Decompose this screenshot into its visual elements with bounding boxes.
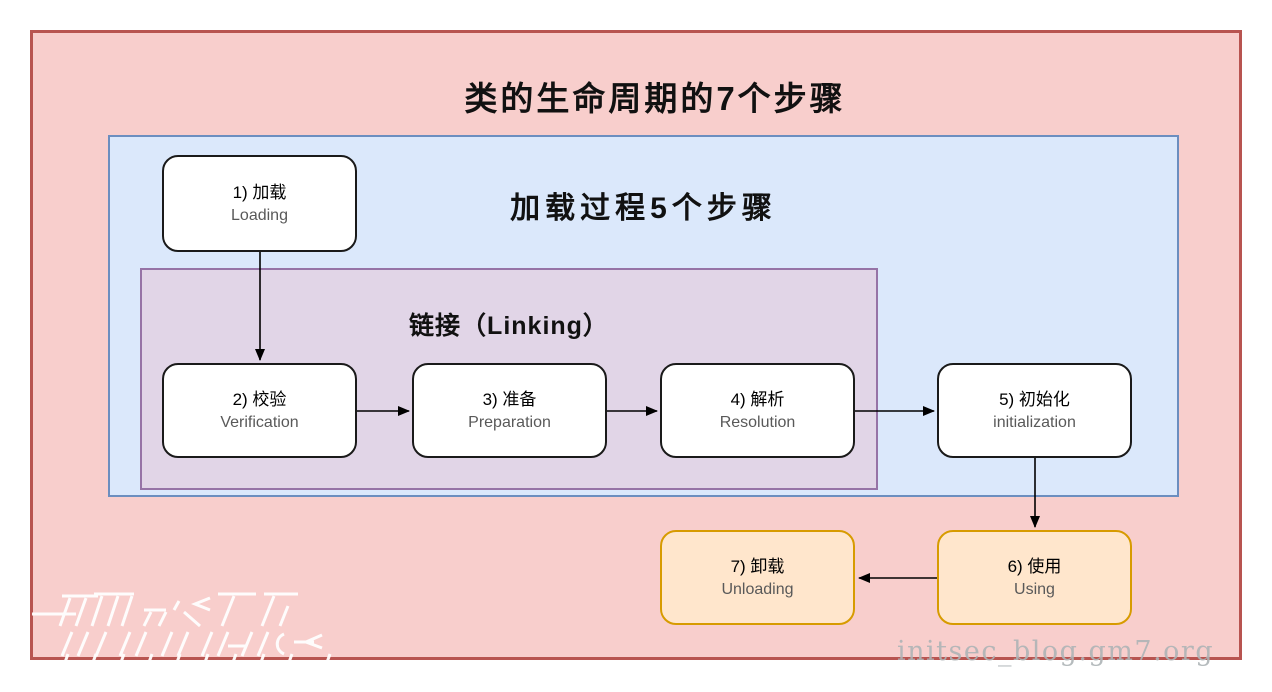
node-label-zh: 4) 解析 [730, 389, 785, 409]
node-label-zh: 7) 卸载 [730, 556, 785, 576]
node-label-zh: 5) 初始化 [999, 389, 1070, 409]
node-label-zh: 2) 校验 [232, 389, 287, 409]
node-label-en: Loading [231, 206, 288, 224]
node-label-en: Resolution [719, 413, 796, 431]
node-resolution: 4) 解析 Resolution [660, 363, 855, 458]
node-preparation: 3) 准备 Preparation [412, 363, 607, 458]
node-loading: 1) 加载 Loading [162, 155, 357, 252]
node-unloading: 7) 卸载 Unloading [660, 530, 855, 625]
node-label-zh: 3) 准备 [482, 389, 537, 409]
diagram-title: 类的生命周期的7个步骤 [464, 80, 846, 117]
loading-process-label: 加载过程5个步骤 [510, 192, 777, 225]
node-verification: 2) 校验 Verification [162, 363, 357, 458]
watermark-url: initsec_blog.gm7.org [897, 636, 1215, 667]
watermark-logo [32, 592, 332, 677]
node-using: 6) 使用 Using [937, 530, 1132, 625]
node-initialization: 5) 初始化 initialization [937, 363, 1132, 458]
node-label-zh: 6) 使用 [1007, 556, 1062, 576]
node-label-en: Unloading [721, 580, 794, 598]
node-label-en: Using [1014, 580, 1055, 598]
node-label-en: initialization [993, 413, 1076, 431]
node-label-en: Preparation [468, 413, 551, 431]
linking-label: 链接（Linking） [409, 312, 609, 340]
node-label-en: Verification [220, 413, 299, 431]
node-label-zh: 1) 加载 [232, 182, 287, 202]
